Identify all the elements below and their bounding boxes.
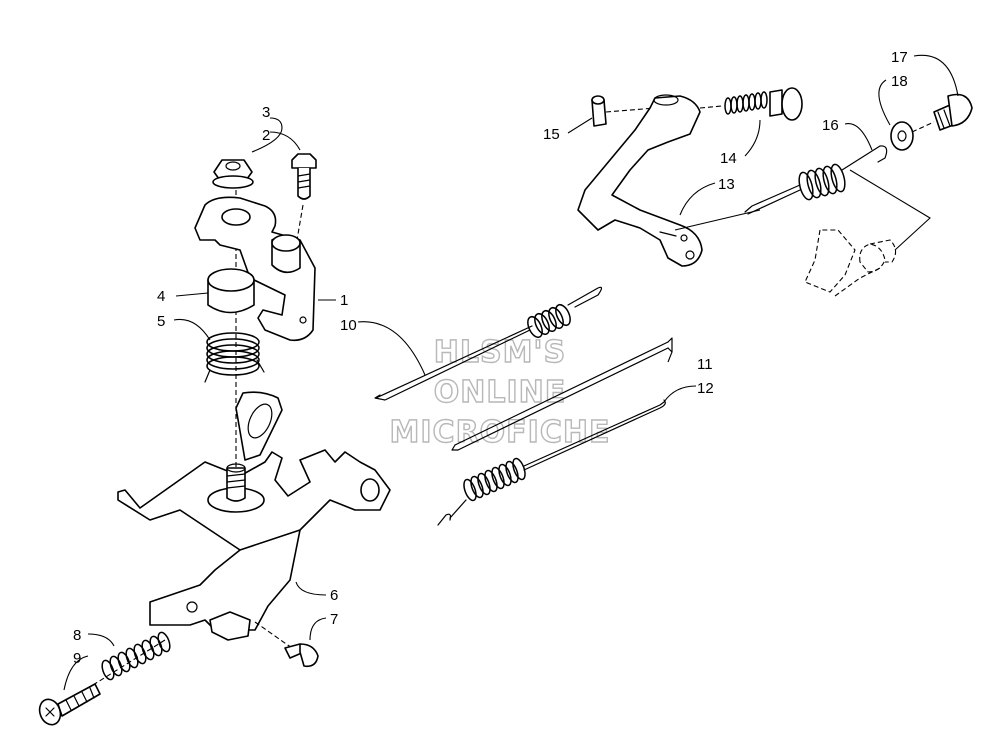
- callout-1: 1: [340, 292, 348, 309]
- bracket-arm: [194, 196, 316, 342]
- spring-bolt: [699, 87, 803, 121]
- callout-13: 13: [718, 176, 735, 193]
- return-spring-16: [674, 145, 888, 231]
- leader-lines: [63, 54, 959, 691]
- callout-18: 18: [891, 73, 908, 90]
- washer: [890, 121, 914, 151]
- callout-11: 11: [697, 356, 713, 373]
- bushing: [207, 268, 255, 314]
- callout-7: 7: [330, 611, 338, 628]
- callout-15: 15: [543, 126, 560, 143]
- return-spring-10: [374, 286, 603, 401]
- frame-reference: [804, 169, 931, 297]
- flange-nut: [212, 159, 254, 189]
- callout-6: 6: [330, 587, 338, 604]
- callout-2: 2: [262, 127, 270, 144]
- lever-arm: [577, 94, 703, 267]
- control-rod: [451, 337, 673, 451]
- bolt-axis-line: [296, 204, 304, 241]
- callout-17: 17: [891, 49, 908, 66]
- watermark-line-3: MICROFICHE: [390, 415, 611, 450]
- callout-9: 9: [73, 650, 81, 667]
- compression-spring: [84, 631, 171, 691]
- torsion-spring: [204, 332, 265, 383]
- callout-8: 8: [73, 627, 81, 644]
- pin: [591, 95, 656, 127]
- flange-bolt: [911, 93, 973, 133]
- callout-12: 12: [697, 380, 714, 397]
- callout-4: 4: [157, 288, 165, 305]
- callout-14: 14: [720, 150, 737, 167]
- watermark: HLSM'S ONLINE MICROFICHE: [389, 334, 611, 450]
- watermark-line-2: ONLINE: [434, 375, 567, 410]
- mounting-plate: [117, 391, 391, 641]
- callout-3: 3: [262, 104, 270, 121]
- callout-10: 10: [340, 317, 357, 334]
- screw: [254, 621, 319, 668]
- callout-16: 16: [822, 117, 839, 134]
- adjusting-screw: [38, 683, 101, 726]
- bolt: [291, 153, 317, 200]
- callout-5: 5: [157, 313, 165, 330]
- callout-labels: 3 2 1 4 5 10 6 7 8 9 11 12 13 14 15 16 1…: [73, 49, 908, 667]
